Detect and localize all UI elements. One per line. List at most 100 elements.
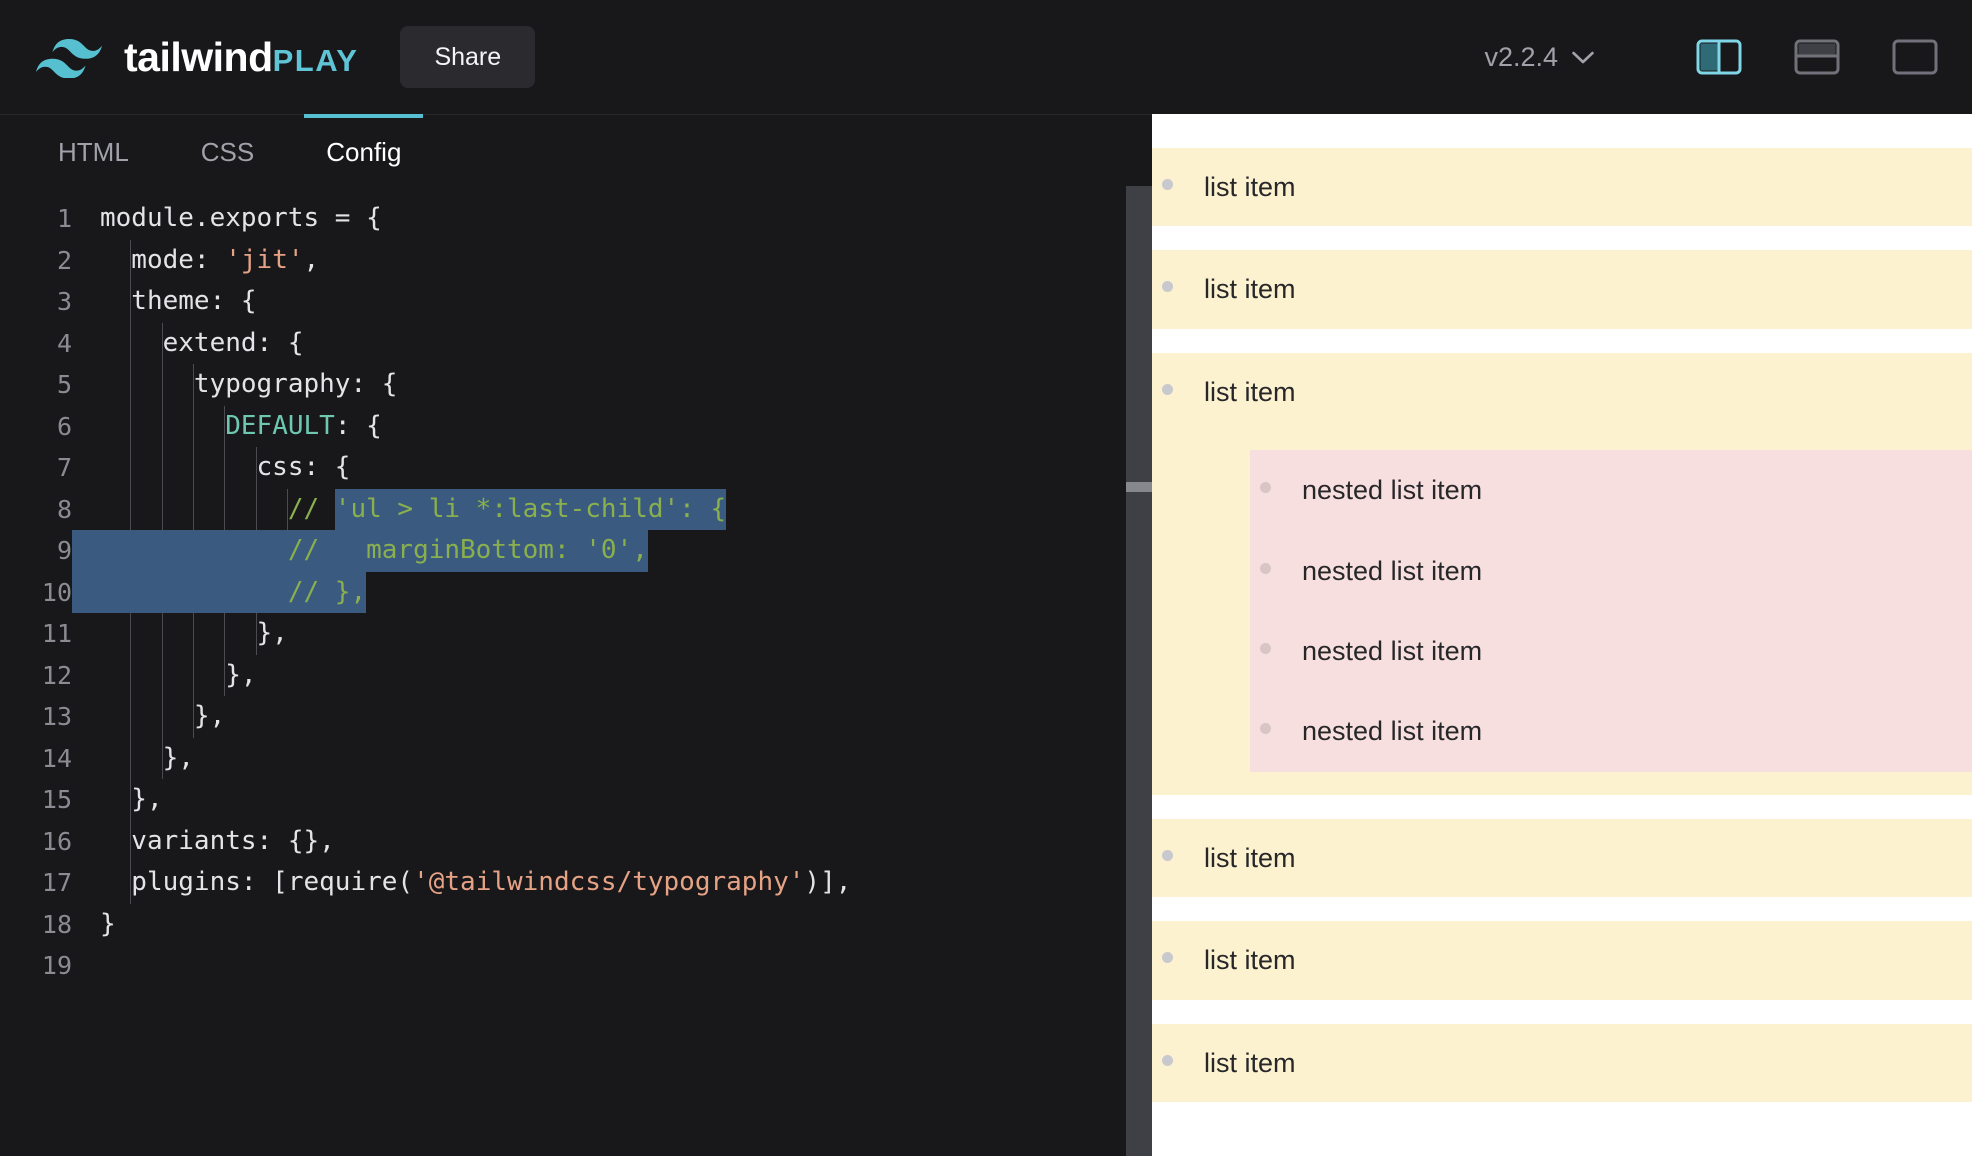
vertical-split-layout-button[interactable] — [1696, 34, 1742, 80]
line-number: 14 — [41, 743, 72, 773]
brand-title-primary: tailwind — [124, 33, 273, 80]
code-line[interactable]: 1 module.exports = { — [0, 198, 1152, 240]
bullet-icon — [1162, 1054, 1173, 1066]
selection-highlight — [72, 571, 367, 613]
code-line[interactable]: 3 theme: { — [0, 281, 1152, 323]
code-editor[interactable]: 1 module.exports = { 2 mode: 'jit',3 theme… — [0, 186, 1152, 1156]
code-line-text[interactable]: extend: { — [72, 322, 1152, 364]
tab-config[interactable]: Config — [304, 114, 424, 186]
line-number: 11 — [41, 619, 72, 648]
nested-list-item-label: nested list item — [1302, 555, 1483, 586]
code-line-text[interactable]: }, — [72, 654, 1152, 696]
indent-guide — [192, 405, 194, 447]
indent-guide — [161, 488, 163, 530]
indent-guide — [130, 405, 132, 447]
bullet-icon — [1162, 179, 1173, 190]
code-line-text[interactable]: plugins: [require('@tailwindcss/typograp… — [72, 862, 1152, 904]
line-number: 15 — [41, 785, 72, 814]
indent-guide — [161, 447, 163, 489]
indent-guide — [224, 613, 226, 655]
code-line-text[interactable] — [72, 945, 1152, 987]
code-line[interactable]: 7 css: { — [0, 447, 1152, 489]
code-line[interactable]: 6 DEFAULT: { — [0, 405, 1152, 447]
code-line-text[interactable]: typography: { — [72, 364, 1152, 406]
brand-title-secondary: PLAY — [272, 42, 359, 78]
list-item: list item — [1152, 921, 1972, 1000]
indent-guide — [130, 322, 132, 364]
code-line-text[interactable]: module.exports = { — [100, 203, 382, 233]
code-line-text[interactable]: // }, — [72, 571, 1152, 613]
selection-highlight — [72, 530, 648, 572]
version-label: v2.2.4 — [1484, 41, 1558, 72]
main-area: HTML CSS Config 1 module.exports = { 2 mod… — [0, 114, 1972, 1156]
code-line[interactable]: 17 plugins: [require('@tailwindcss/typog… — [0, 862, 1152, 904]
horizontal-split-layout-button[interactable] — [1794, 34, 1840, 80]
code-line-text[interactable]: }, — [72, 779, 1152, 821]
version-selector[interactable]: v2.2.4 — [1478, 32, 1600, 83]
line-number: 7 — [56, 453, 72, 482]
code-line[interactable]: 15 }, — [0, 779, 1152, 821]
indent-guide — [130, 281, 132, 323]
code-line[interactable]: 5 typography: { — [0, 364, 1152, 406]
chevron-down-icon — [1572, 51, 1594, 63]
bullet-icon — [1162, 952, 1173, 964]
code-line-text[interactable]: mode: 'jit', — [72, 239, 1152, 281]
code-line-text[interactable]: } — [100, 908, 116, 939]
share-button[interactable]: Share — [400, 26, 536, 88]
indent-guide — [192, 654, 194, 696]
indent-guide — [192, 447, 194, 489]
editor-tabbar: HTML CSS Config — [0, 114, 1152, 186]
indent-guide — [255, 613, 257, 655]
editor-vertical-scrollbar[interactable] — [1126, 186, 1152, 1156]
code-line-text[interactable]: // 'ul > li *:last-child': { — [72, 488, 1152, 530]
tab-css[interactable]: CSS — [200, 136, 255, 167]
indent-guide — [130, 613, 132, 655]
indent-guide — [192, 696, 194, 738]
code-line[interactable]: 4 extend: { — [0, 322, 1152, 364]
indent-guide — [161, 405, 163, 447]
nested-list-item: nested list item — [1250, 691, 1972, 772]
code-line[interactable]: 10 // }, — [0, 571, 1152, 613]
code-line-text[interactable]: }, — [72, 696, 1152, 738]
code-line-text[interactable]: }, — [72, 737, 1152, 779]
indent-guide — [130, 447, 132, 489]
indent-guide — [192, 364, 194, 406]
tab-html[interactable]: HTML — [58, 136, 129, 167]
line-number: 2 — [56, 245, 72, 275]
code-line-text[interactable]: variants: {}, — [72, 820, 1152, 862]
nested-list: nested list item nested list item nested l… — [1250, 450, 1972, 772]
indent-guide — [130, 696, 132, 738]
code-line[interactable]: 11 }, — [0, 613, 1152, 655]
indent-guide — [286, 488, 288, 530]
line-number: 19 — [41, 951, 72, 980]
single-pane-layout-button[interactable] — [1892, 34, 1938, 80]
code-line[interactable]: 8 // 'ul > li *:last-child': { — [0, 488, 1152, 530]
nested-list-item: nested list item — [1250, 450, 1972, 531]
bullet-icon — [1260, 482, 1271, 494]
code-line[interactable]: 14 }, — [0, 737, 1152, 779]
indent-guide — [224, 654, 226, 696]
code-line-text[interactable]: }, — [72, 613, 1152, 655]
indent-guide — [161, 613, 163, 655]
code-line[interactable]: 2 mode: 'jit', — [0, 239, 1152, 281]
indent-guide — [130, 862, 132, 904]
editor-scrollbar-thumb[interactable] — [1126, 482, 1152, 492]
code-line[interactable]: 9 // marginBottom: '0', — [0, 530, 1152, 572]
brand-title: tailwindPLAY — [124, 33, 359, 80]
line-number: 4 — [56, 328, 72, 358]
line-number: 12 — [41, 660, 72, 690]
code-line[interactable]: 16 variants: {}, — [0, 820, 1152, 862]
code-line[interactable]: 19 — [0, 945, 1152, 987]
code-line[interactable]: 12 }, — [0, 654, 1152, 696]
code-line-text[interactable]: // marginBottom: '0', — [72, 530, 1152, 572]
line-number: 1 — [56, 204, 72, 233]
code-line[interactable]: 18} — [0, 904, 1152, 946]
code-line-text[interactable]: css: { — [72, 447, 1152, 489]
indent-guide — [130, 654, 132, 696]
code-line[interactable]: 13 }, — [0, 696, 1152, 738]
code-line-text[interactable]: DEFAULT: { — [72, 405, 1152, 447]
code-line-text[interactable]: theme: { — [72, 281, 1152, 323]
code-body[interactable]: 1 module.exports = { 2 mode: 'jit',3 theme… — [0, 186, 1152, 987]
